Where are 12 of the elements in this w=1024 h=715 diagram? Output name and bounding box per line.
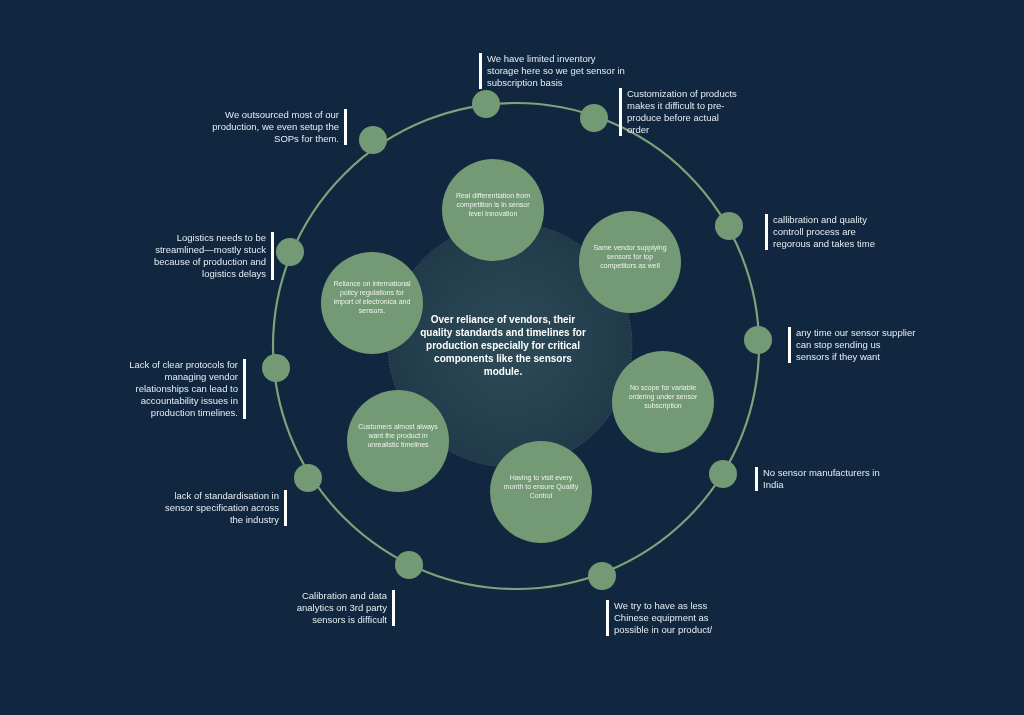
quote-text: We outsourced most of our production, we even setup the SOPs for them. [210,109,347,145]
quote-text: lack of standardisation in sensor specification across the industry [155,490,287,526]
quote-text: callibration and quality controll process are regorous and takes time [765,214,893,250]
quote-text: We try to have as less Chinese equipment as possible in our product/ [606,600,719,636]
quote-text: Calibration and data analytics on 3rd party sensors is difficult [270,590,395,626]
quote-text: We have limited inventory storage here so we get sensor in subscription basis [479,53,627,89]
quote-text: Customization of products makes it difficult to pre-produce before actual order [619,88,742,136]
quote-text: any time our sensor supplier can stop sending us sensors if they want [788,327,916,363]
quote-text: Lack of clear protocols for managing vendor relationships can lead to accountability issues in production timelines. [115,359,246,419]
quote-text: No sensor manufacturers in India [755,467,893,491]
central-statement: Over reliance of vendors, their quality standards and timelines for production especially for critical components like the sensors module. [419,312,587,378]
quote-text: Logistics needs to be streamlined—mostly stuck because of production and logistics delays [140,232,274,280]
